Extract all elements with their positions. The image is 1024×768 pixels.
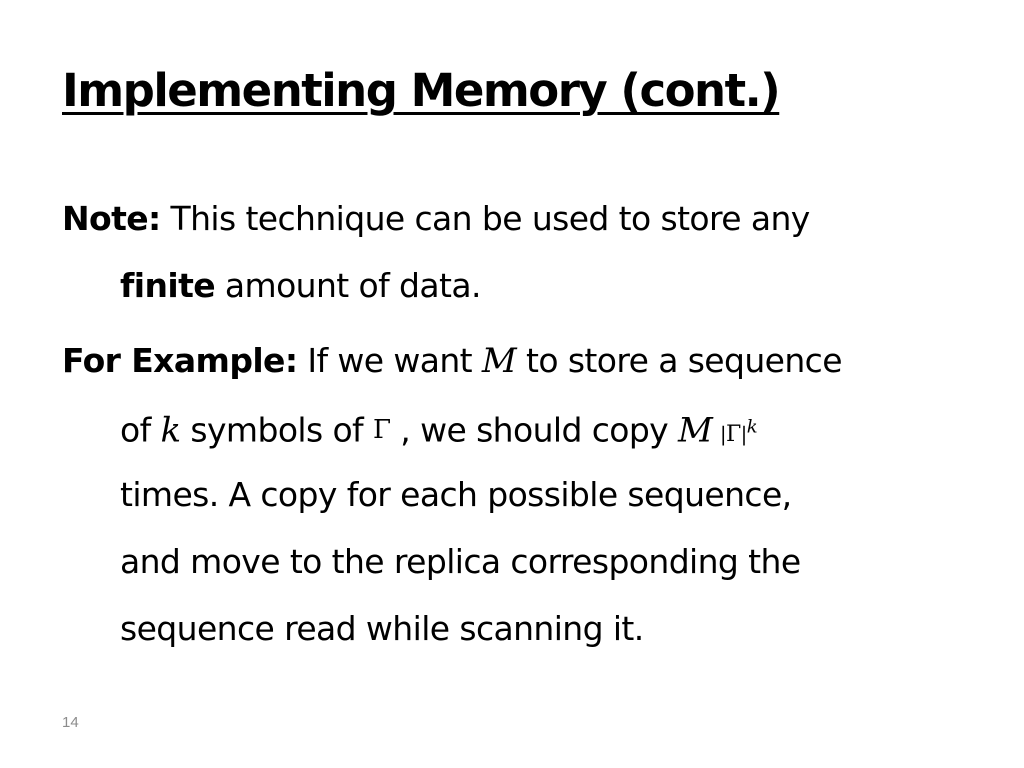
math-exp-bar-left: | bbox=[719, 422, 727, 447]
note-line-1: Note: This technique can be used to stor… bbox=[62, 185, 962, 252]
example-line-3: times. A copy for each possible sequence… bbox=[120, 475, 792, 514]
note-line-2: finite amount of data. bbox=[62, 252, 962, 319]
note-bold-word: finite bbox=[120, 266, 216, 305]
note-label: Note: bbox=[62, 199, 161, 238]
math-var-M: M bbox=[481, 341, 517, 381]
math-gamma: Γ bbox=[372, 415, 391, 446]
example-text-2a: of bbox=[120, 410, 161, 450]
math-exponent: |Γ|k bbox=[712, 417, 758, 448]
example-text-1b: to store a sequence bbox=[516, 341, 843, 380]
note-text-2: amount of data. bbox=[215, 266, 482, 305]
example-line-1: For Example: If we want M to store a seq… bbox=[62, 327, 962, 394]
math-exp-bar-right: | bbox=[740, 422, 748, 447]
example-line-4: and move to the replica corresponding th… bbox=[120, 542, 801, 581]
example-paragraph: For Example: If we want M to store a seq… bbox=[62, 327, 962, 662]
example-text-1a: If we want bbox=[297, 341, 482, 380]
example-text-2c: , we should copy bbox=[390, 410, 678, 450]
slide-title: Implementing Memory (cont.) bbox=[62, 64, 781, 117]
example-text-2b: symbols of bbox=[180, 410, 373, 450]
note-paragraph: Note: This technique can be used to stor… bbox=[62, 185, 962, 319]
math-exp-gamma: Γ bbox=[725, 422, 741, 448]
math-var-k: k bbox=[160, 410, 182, 451]
math-var-M-copy: M bbox=[678, 410, 713, 451]
example-line-2: of k symbols of Γ , we should copy M |Γ|… bbox=[62, 394, 962, 461]
page-number: 14 bbox=[62, 714, 79, 731]
math-exp-k: k bbox=[746, 417, 758, 438]
example-line-5: sequence read while scanning it. bbox=[120, 609, 644, 648]
example-label: For Example: bbox=[62, 341, 298, 380]
note-text-1: This technique can be used to store any bbox=[160, 199, 811, 238]
